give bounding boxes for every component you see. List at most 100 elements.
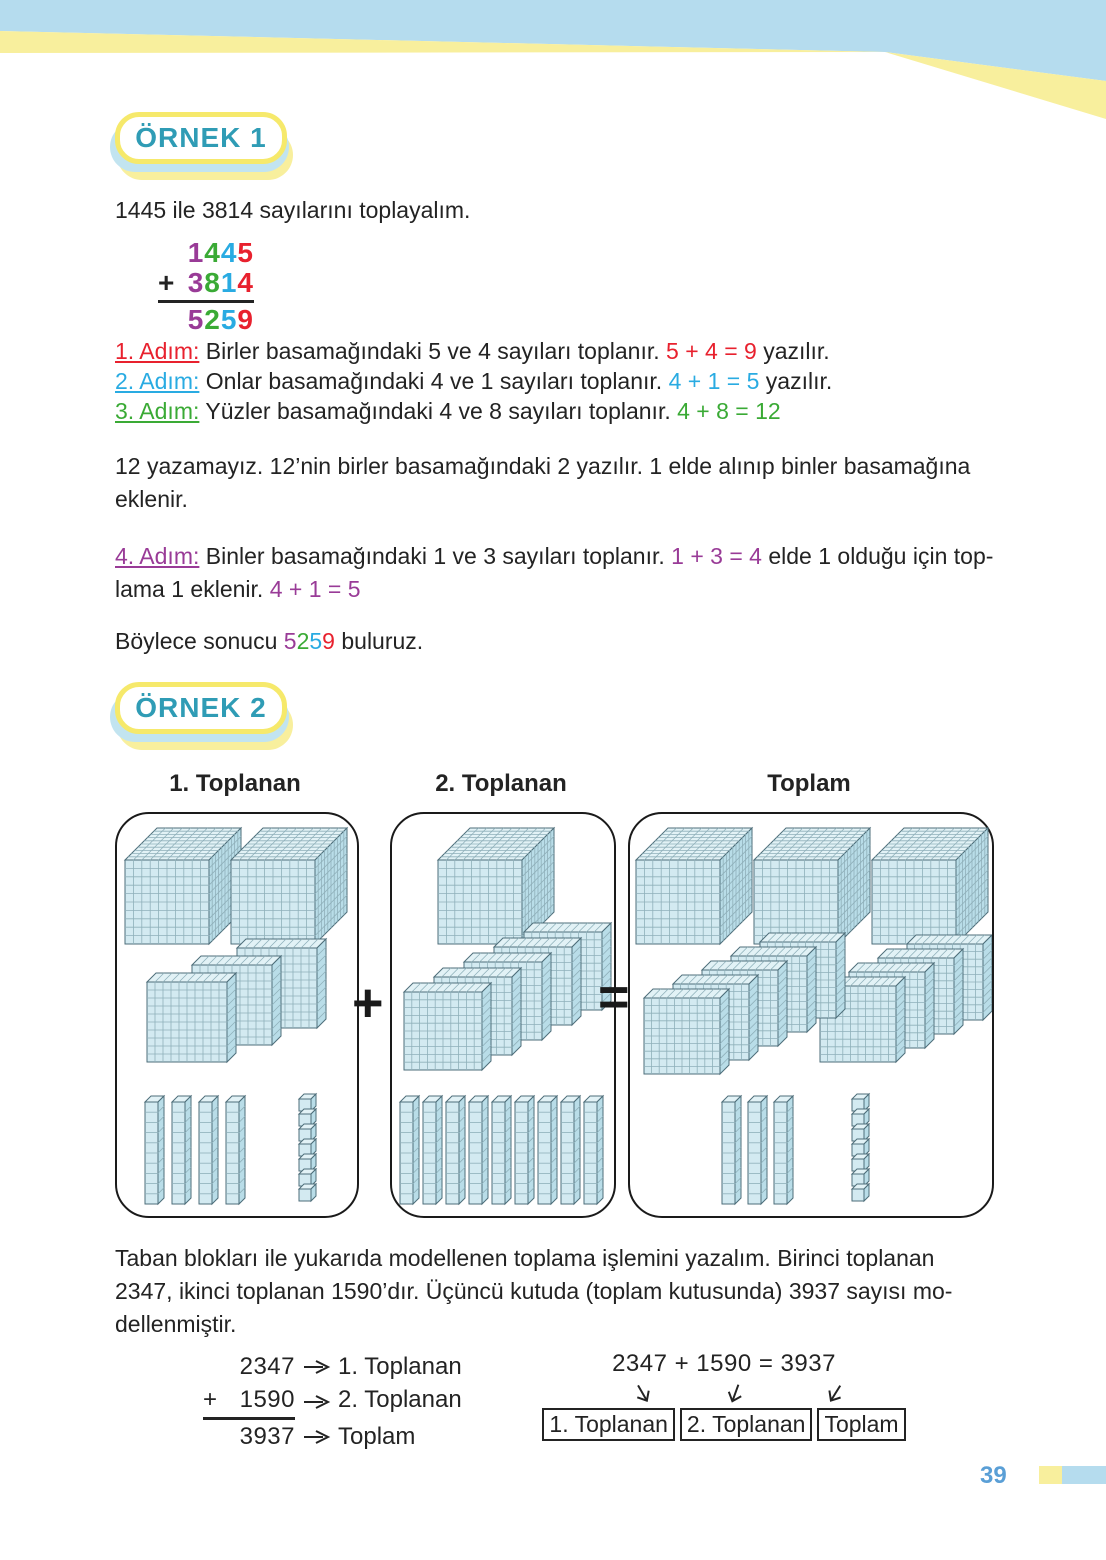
carry-paragraph: 12 yazamayız. 12’nin birler basamağındak… [115,450,1015,516]
step-1-text: Birler basamağındaki 5 ve 4 sayıları top… [205,338,660,364]
model-paragraph-line2: 2347, ikinci toplanan 1590’dır. Üçüncü k… [115,1278,953,1304]
digit: 5 [237,237,254,268]
result-arrow-label: Toplam [338,1423,416,1450]
plus-operator: + [158,267,175,298]
digit: 3 [187,267,205,298]
model-paragraph-line1: Taban blokları ile yukarıda modellenen t… [115,1245,935,1271]
top-banner-decoration [0,0,1106,119]
addend2-blocks-box [390,812,616,1218]
step-3-equation: 4 + 8 = 12 [677,398,781,424]
step-3-text: Yüzler basamağındaki 4 ve 8 sayıları top… [205,398,671,424]
model-paragraph: Taban blokları ile yukarıda modellenen t… [115,1242,1015,1341]
labeled-column-addition: 2347 1. Toplanan +1590 2. Toplanan 3937 … [203,1350,462,1453]
down-right-arrow-icon [727,1384,742,1403]
step-4-tail1: elde 1 olduğu için top- [768,543,994,569]
step-2-equation: 4 + 1 = 5 [668,368,760,394]
plus-operator: + [203,1386,218,1413]
box1-label: 1. Toplanan [169,770,301,797]
ornek1-intro: 1445 ile 3814 sayılarını toplayalım. [115,197,471,223]
result-row: 3937 Toplam [203,1420,462,1453]
addend1-number: 2347 [239,1353,295,1380]
digit: 5 [309,628,323,654]
digit: 9 [322,628,335,654]
ornek2-badge: ÖRNEK 2 [110,682,293,750]
label-box-addend1: 1. Toplanan [542,1408,675,1441]
page-number: 39 [980,1462,1007,1489]
down-right-arrow-icon [828,1385,842,1402]
ornek1-badge-title: ÖRNEK 1 [115,112,287,164]
equation-label-boxes: 1. Toplanan 2. Toplanan Toplam [542,1408,906,1441]
digit: 9 [237,304,254,335]
digit: 1 [187,237,205,268]
step-1-equation: 5 + 4 = 9 [666,338,757,364]
digit: 4 [237,267,254,298]
addend1-blocks-box [115,812,359,1218]
box3-label: Toplam [767,770,851,797]
addend2-row: +1590 2. Toplanan [203,1383,462,1420]
ornek2-badge-title: ÖRNEK 2 [115,682,287,734]
step-4-equation2: 4 + 1 = 5 [269,576,361,602]
label-box-addend2: 2. Toplanan [679,1408,813,1441]
digit: 1 [220,267,238,298]
addend2-number: 1590 [239,1386,295,1413]
footer-decoration-bar [1039,1466,1106,1484]
digit: 4 [204,237,221,268]
step-2-label: 2. Adım: [115,368,200,394]
banner-yellow-stripe [0,31,885,53]
result-number-cell: 3937 [203,1420,295,1453]
addend1-row: 2347 1. Toplanan [203,1350,462,1383]
step-3: 3. Adım: Yüzler basamağındaki 4 ve 8 say… [115,396,1035,426]
step-1-label: 1. Adım: [115,338,200,364]
box2-label: 2. Toplanan [435,770,567,797]
right-arrow-icon [304,1359,331,1374]
step-2-after: yazılır. [765,368,833,394]
step-2: 2. Adım: Onlar basamağındaki 4 ve 1 sayı… [115,366,1035,396]
right-arrow-icon [304,1394,331,1409]
step-3-label: 3. Adım: [115,398,200,424]
equation-text: 2347 + 1590 = 3937 [612,1350,836,1377]
equals-operator: = [598,967,630,1027]
digit: 2 [296,628,310,654]
footer-blue-segment [1062,1466,1106,1484]
step-1-after: yazılır. [763,338,830,364]
addend2-number-cell: +1590 [203,1383,295,1420]
step-4-label: 4. Adım: [115,543,200,569]
right-arrow-icon [304,1429,331,1444]
step-2-text: Onlar basamağındaki 4 ve 1 sayıları topl… [205,368,663,394]
conclusion-post: buluruz. [341,628,424,654]
conclusion-pre: Böylece sonucu [115,628,278,654]
carry-paragraph-line1: 12 yazamayız. 12’nin birler basamağındak… [115,453,971,479]
banner-blue-band [0,0,1106,81]
footer-yellow-segment [1039,1466,1062,1484]
digit: 5 [283,628,297,654]
model-paragraph-line3: dellenmiştir. [115,1311,237,1337]
base-ten-blocks-3937 [634,826,992,1206]
label-box-sum: Toplam [817,1408,906,1441]
digit: 5 [187,304,205,335]
step-1: 1. Adım: Birler basamağındaki 5 ve 4 say… [115,336,1035,366]
step-4: 4. Adım: Binler basamağındaki 1 ve 3 say… [115,540,1015,606]
equation-group: 2347 + 1590 = 3937 1. Toplanan 2. Toplan… [542,1350,906,1441]
digit: 8 [204,267,221,298]
result-number: 3937 [239,1423,295,1450]
conclusion-line: Böylece sonucu 5259 buluruz. [115,625,423,658]
ornek1-steps: 1. Adım: Birler basamağındaki 5 ve 4 say… [115,336,1035,426]
banner-yellow-wedge [885,52,1106,119]
base-ten-blocks-1590 [398,826,613,1206]
addend2-arrow-label: 2. Toplanan [338,1386,462,1413]
digit: 2 [204,304,221,335]
digit: 5 [220,304,238,335]
addend1-arrow-label: 1. Toplanan [338,1353,462,1380]
digit: 4 [220,237,238,268]
carry-paragraph-line2: eklenir. [115,486,188,512]
step-4-equation1: 1 + 3 = 4 [671,543,762,569]
ornek1-badge: ÖRNEK 1 [110,112,293,180]
base-ten-blocks-2347 [123,826,349,1206]
plus-operator: + [352,973,384,1033]
down-left-arrow-icon [636,1384,650,1402]
